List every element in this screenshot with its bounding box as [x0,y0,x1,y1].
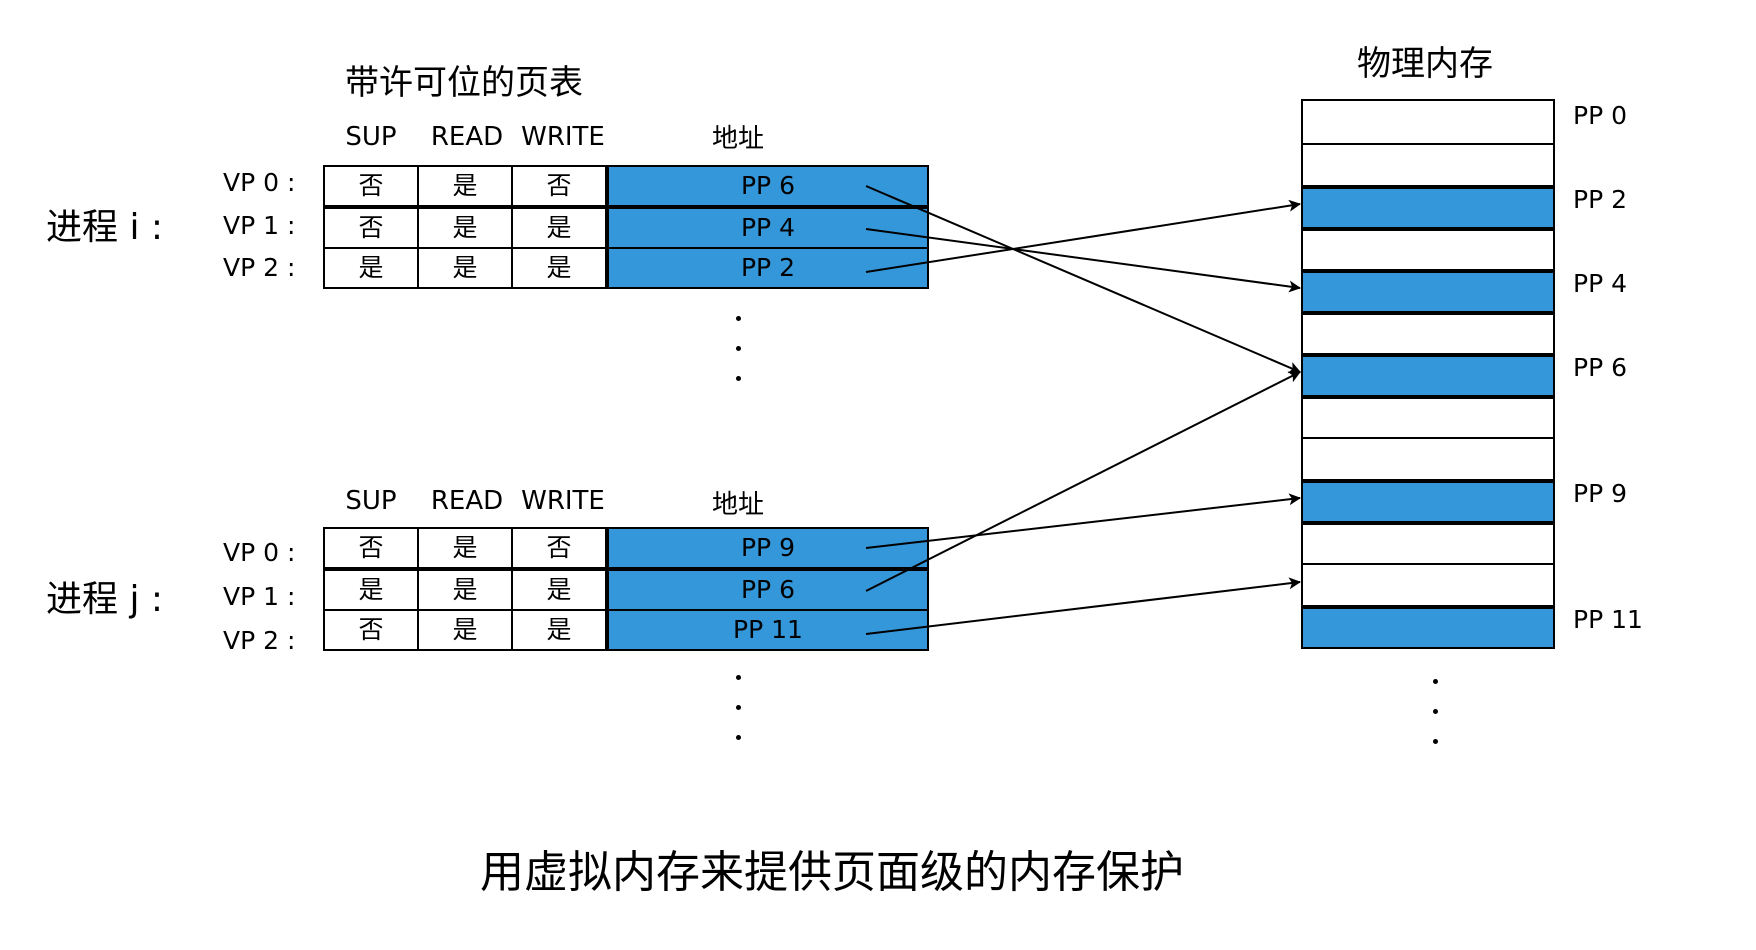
header-write: WRITE [521,486,605,516]
physical-page-free [1303,437,1553,479]
vp-label: VP 0 : [223,538,296,567]
physical-memory [1301,99,1555,649]
mapping-arrow [865,228,1301,293]
header-read: READ [430,122,504,152]
figure-caption: 用虚拟内存来提供页面级的内存保护 [480,847,1184,898]
physical-page-label: PP 0 [1573,101,1628,130]
mapping-arrow [865,577,1301,635]
physical-page-free [1303,395,1553,437]
write-cell: 是 [511,567,608,611]
ellipsis-dot [736,675,741,680]
ellipsis-dot [736,705,741,710]
physical-page-free [1303,563,1553,605]
read-cell: 是 [417,205,513,249]
page-table-i: 否 是 否 PP 6 否 是 是 PP 4 是 是 是 PP 2 [323,165,929,289]
physical-page-label: PP 4 [1573,269,1628,298]
ellipsis-dot [736,346,741,351]
physical-page-free [1303,101,1553,143]
write-cell: 否 [511,165,608,208]
address-cell: PP 6 [605,165,929,208]
write-cell: 否 [511,527,608,570]
address-cell: PP 6 [605,567,929,611]
sup-cell: 否 [323,165,419,208]
physical-page-label: PP 11 [1573,605,1643,634]
physical-page-free [1303,521,1553,563]
physical-page-used [1303,605,1553,647]
read-cell: 是 [417,247,513,289]
vp-label: VP 1 : [223,211,296,240]
mapping-arrow [865,493,1301,549]
page-table-row: 否 是 否 PP 6 [323,165,929,208]
physical-page-label: PP 9 [1573,479,1628,508]
page-table-row: 否 是 否 PP 9 [323,527,929,570]
header-sup: SUP [345,122,397,152]
page-table-row: 是 是 是 PP 2 [323,247,929,289]
ellipsis-dot [1433,679,1438,684]
header-sup: SUP [345,486,397,516]
page-table-row: 是 是 是 PP 6 [323,567,929,611]
write-cell: 是 [511,609,608,651]
physical-page-free [1303,311,1553,353]
vp-label: VP 0 : [223,168,296,197]
address-cell: PP 9 [605,527,929,570]
ellipsis-dot [736,735,741,740]
ellipsis-dot [1433,739,1438,744]
process-i-label: 进程 i : [46,207,164,248]
address-cell: PP 4 [605,205,929,249]
vp-label: VP 1 : [223,582,296,611]
physical-page-used [1303,353,1553,395]
write-cell: 是 [511,205,608,249]
sup-cell: 是 [323,247,419,289]
ellipsis-dot [1433,709,1438,714]
header-address: 地址 [711,124,764,154]
address-cell: PP 11 [605,609,929,651]
process-j-label: 进程 j : [46,579,164,620]
page-table-j: 否 是 否 PP 9 是 是 是 PP 6 否 是 是 PP 11 [323,527,929,651]
physical-page-used [1303,269,1553,311]
physical-memory-title: 物理内存 [1357,44,1493,84]
page-table-row: 否 是 是 PP 11 [323,609,929,651]
read-cell: 是 [417,165,513,208]
ellipsis-dot [736,316,741,321]
physical-page-used [1303,479,1553,521]
header-read: READ [430,486,504,516]
mapping-arrow [865,199,1301,273]
mapping-arrow [865,371,1301,592]
ellipsis-dot [736,376,741,381]
sup-cell: 否 [323,609,419,651]
mapping-arrow [865,185,1301,374]
page-table-row: 否 是 是 PP 4 [323,205,929,249]
page-table-title: 带许可位的页表 [345,63,583,103]
vp-label: VP 2 : [223,253,296,282]
sup-cell: 否 [323,205,419,249]
sup-cell: 否 [323,527,419,570]
physical-page-free [1303,227,1553,269]
read-cell: 是 [417,527,513,570]
header-write: WRITE [521,122,605,152]
vp-label: VP 2 : [223,626,296,655]
read-cell: 是 [417,567,513,611]
address-cell: PP 2 [605,247,929,289]
sup-cell: 是 [323,567,419,611]
physical-page-label: PP 2 [1573,185,1628,214]
physical-page-label: PP 6 [1573,353,1628,382]
physical-page-free [1303,143,1553,185]
header-address: 地址 [711,490,764,520]
read-cell: 是 [417,609,513,651]
write-cell: 是 [511,247,608,289]
physical-page-used [1303,185,1553,227]
